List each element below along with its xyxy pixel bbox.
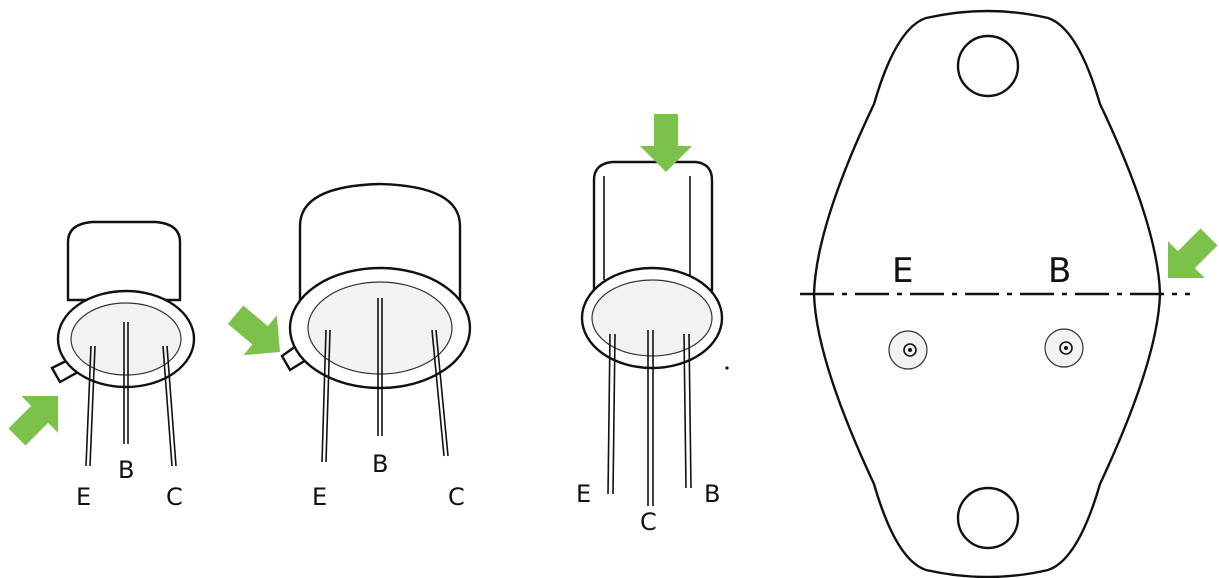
plastic-lead-e [607,333,611,495]
to18-lead-c [162,345,173,467]
to18-can [66,220,182,302]
plastic-label-b: B [704,480,720,508]
to5-lead-e [321,329,327,463]
plastic-body [592,160,714,292]
package-to18: E B C [0,220,196,511]
to18-label-c: C [166,483,183,511]
to5-label-e: E [312,483,327,511]
to3-mount-hole-top [956,34,1020,98]
package-to3: E B [800,9,1219,578]
to3-label-e: E [892,251,913,291]
to18-lead-e [85,345,92,467]
to5-label-c: C [448,483,465,511]
to18-base [70,302,182,376]
to3-label-b: B [1048,251,1071,291]
to5-can [298,182,462,302]
to18-label-b: B [118,456,134,484]
to18-label-e: E [76,483,91,511]
plastic-lead-b [683,333,687,489]
package-to5: E B C [218,182,472,511]
to3-mount-hole-bottom [956,486,1020,550]
to5-label-b: B [372,450,388,478]
plastic-label-e: E [576,480,591,508]
package-plastic: E C B [576,114,729,536]
to5-lead-c [431,329,445,457]
plastic-label-c: C [640,508,657,536]
plastic-base [591,279,713,357]
to18-tab-arrow [0,377,77,456]
to5-base [307,281,453,375]
